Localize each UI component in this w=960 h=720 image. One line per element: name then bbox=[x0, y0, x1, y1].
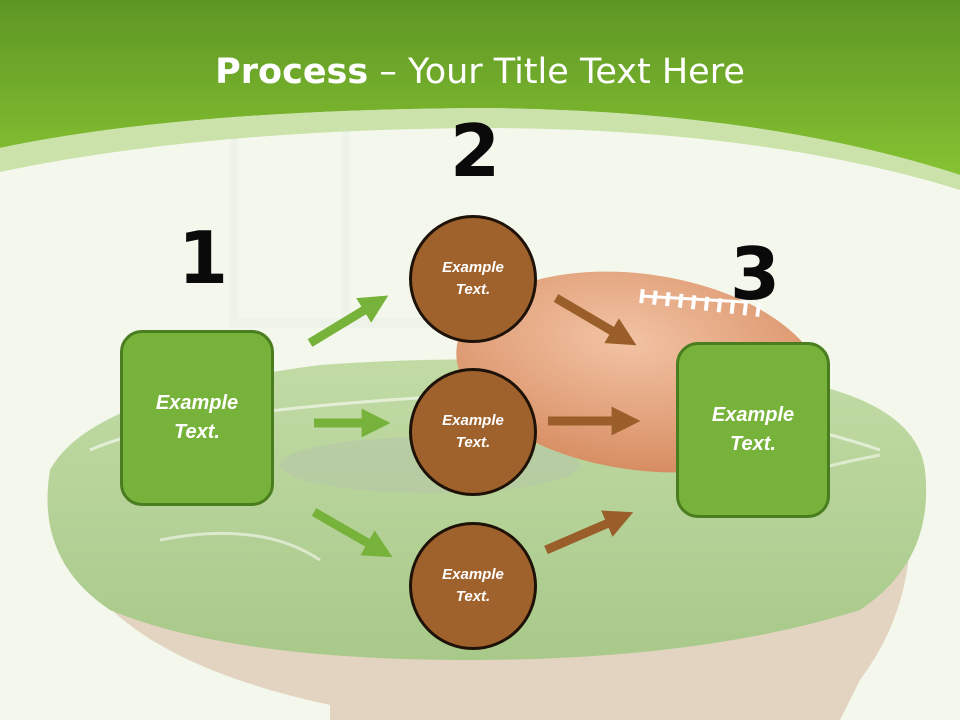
arrow-brown-from-top bbox=[553, 294, 637, 346]
step-number-2: 2 bbox=[450, 109, 501, 193]
arrow-brown-from-bottom bbox=[544, 510, 634, 555]
step-number-3: 3 bbox=[730, 232, 781, 316]
circle-bottom-label: Example Text. bbox=[442, 566, 504, 605]
left-green-box: Example Text. bbox=[120, 330, 274, 506]
circle-top-label: Example Text. bbox=[442, 259, 504, 298]
right-box-label: Example Text. bbox=[711, 404, 795, 455]
circle-middle-label: Example Text. bbox=[442, 412, 504, 451]
header-band bbox=[0, 0, 960, 175]
circle-top: Example Text. bbox=[409, 215, 537, 343]
right-green-box: Example Text. bbox=[676, 342, 830, 518]
title-rest: – Your Title Text Here bbox=[368, 52, 745, 92]
header-swoosh bbox=[0, 108, 960, 190]
arrow-green-to-top bbox=[307, 295, 389, 347]
page-title: Process – Your Title Text Here bbox=[0, 52, 960, 92]
step-number-1: 1 bbox=[178, 216, 229, 300]
goal-post-right bbox=[342, 118, 350, 328]
goal-post-left bbox=[230, 118, 238, 328]
title-bold: Process bbox=[215, 52, 369, 92]
arrow-green-to-bottom bbox=[311, 508, 393, 558]
circle-bottom: Example Text. bbox=[409, 522, 537, 650]
circle-middle: Example Text. bbox=[409, 368, 537, 496]
left-box-label: Example Text. bbox=[155, 392, 239, 443]
